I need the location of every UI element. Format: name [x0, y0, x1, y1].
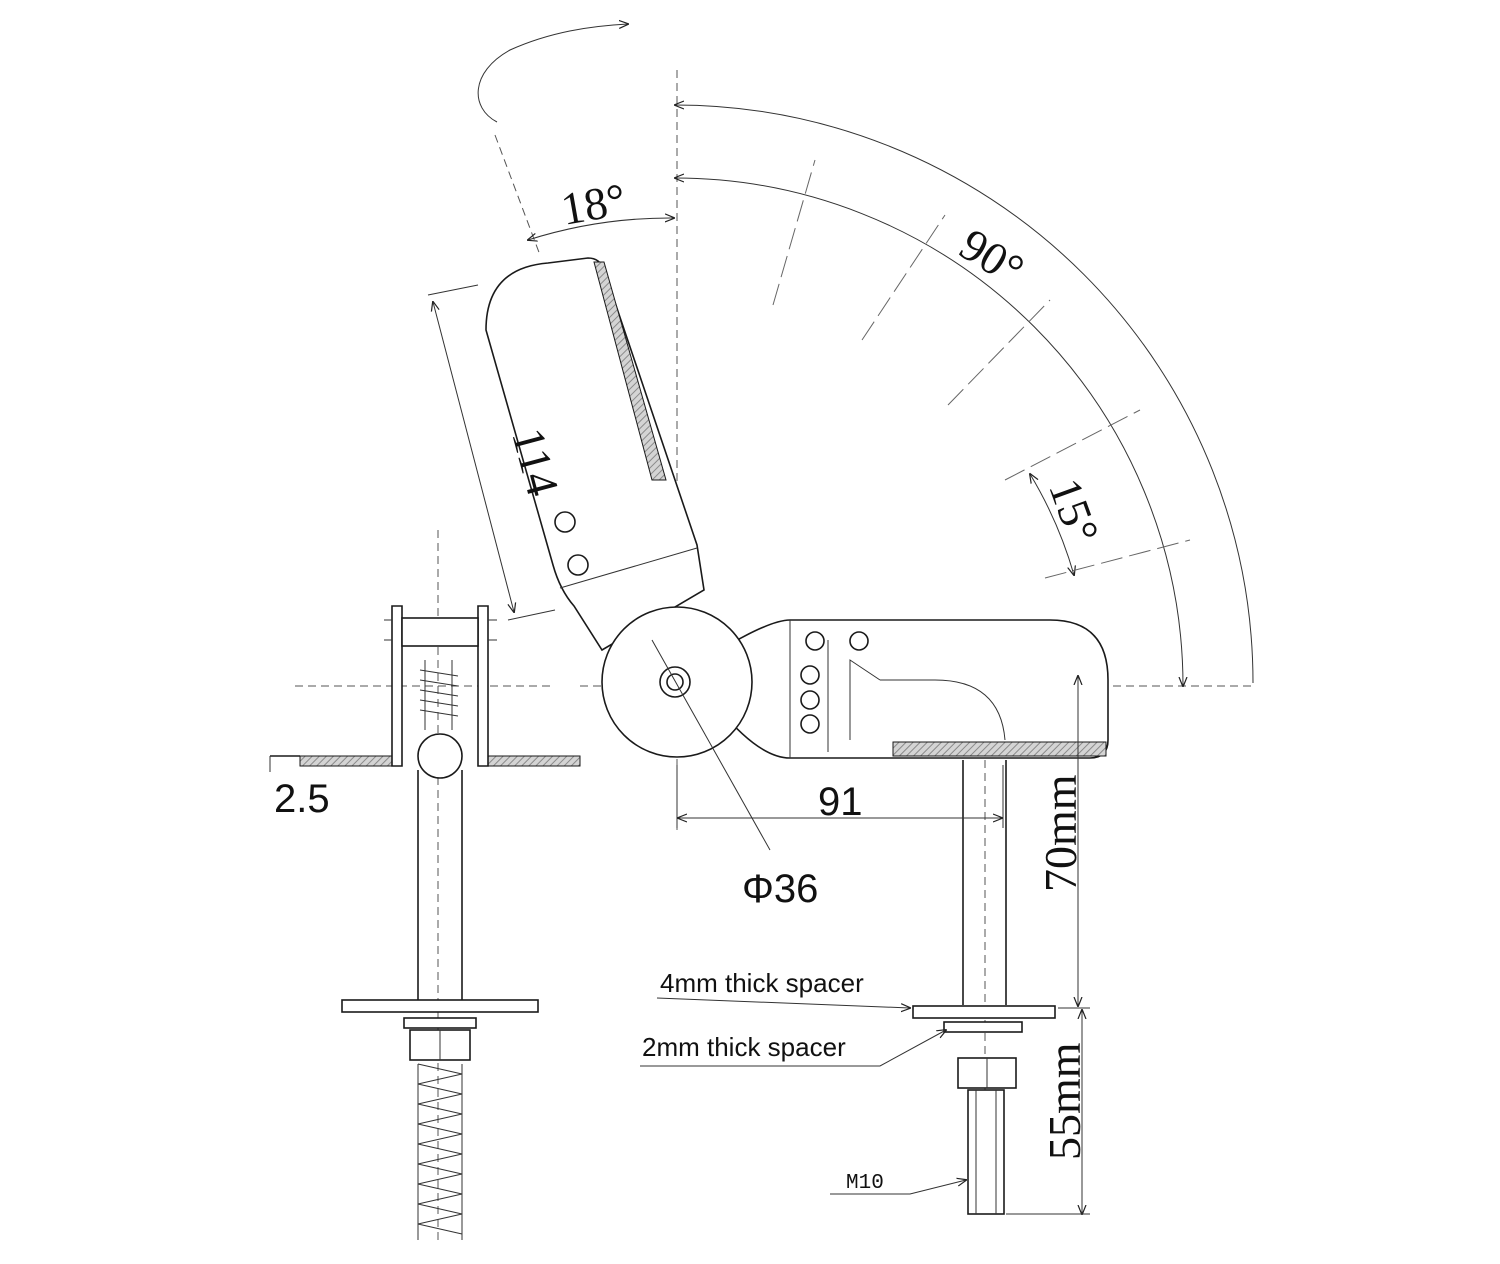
base-screw-hole-1	[805, 631, 825, 651]
height-55-label: 55mm	[1039, 1042, 1090, 1160]
spacer-2mm-label: 2mm thick spacer	[642, 1032, 846, 1062]
hinge-base	[719, 619, 1109, 759]
arm-screw-hole-1	[554, 511, 576, 533]
base-screw-hole-3	[800, 665, 820, 685]
base-screw-hole-2	[849, 631, 869, 651]
thickness-2-5-label: 2.5	[274, 777, 330, 821]
base-screw-hole-4	[800, 690, 820, 710]
spacer-4mm-label: 4mm thick spacer	[660, 968, 864, 998]
offset-91-label: 91	[818, 780, 863, 824]
left-side-view	[270, 605, 581, 1240]
angle-indicators	[477, 24, 1254, 686]
dimension-lines	[269, 284, 1090, 1214]
hinge-arm	[485, 257, 705, 652]
angle-15-label: 15°	[1039, 472, 1109, 550]
angle-18-label: 18°	[557, 173, 629, 234]
base-screw-hole-5	[800, 714, 820, 734]
right-mounting-pin	[912, 760, 1056, 1215]
arm-screw-hole-2	[567, 554, 589, 576]
angle-90-label: 90°	[951, 218, 1033, 295]
diameter-36-label: Φ36	[742, 867, 818, 911]
thread-m10-label: M10	[846, 1172, 884, 1195]
pivot-disc	[601, 606, 753, 758]
height-70-label: 70mm	[1035, 774, 1086, 892]
